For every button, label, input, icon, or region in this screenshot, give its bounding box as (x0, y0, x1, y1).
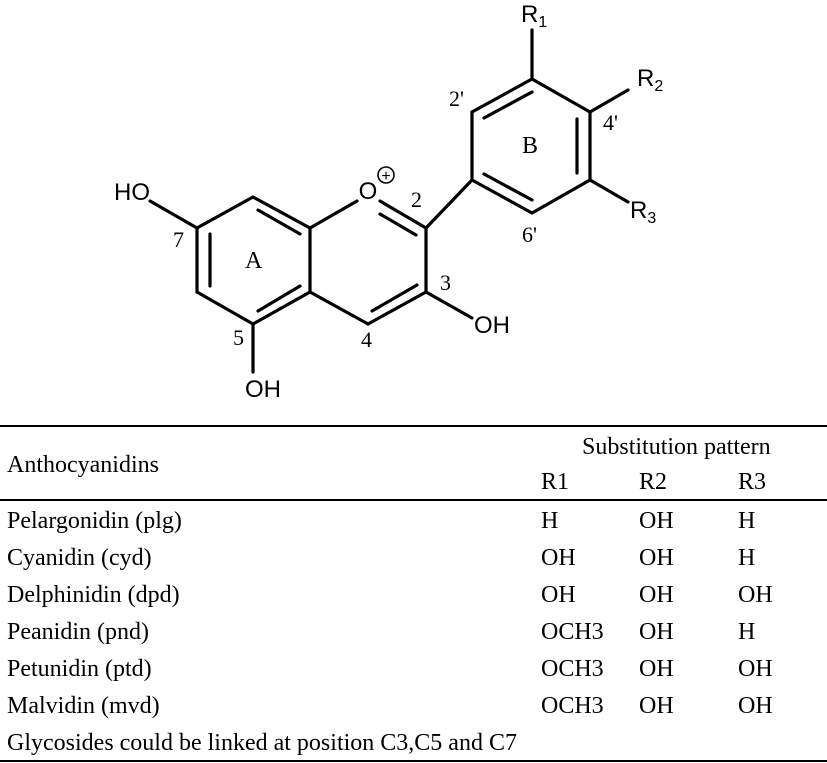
row-r3: OH (738, 656, 773, 682)
hydroxyl-7: HO (114, 179, 150, 206)
row-r3: H (738, 508, 756, 534)
anthocyanidin-structure: O + HO OH OH R1 R2 R3 A B 2 3 4 5 7 2' 4… (114, 1, 663, 403)
positive-charge-sign: + (381, 168, 390, 185)
position-7: 7 (173, 227, 184, 252)
table-footnote: Glycosides could be linked at position C… (7, 730, 517, 756)
double-bond (482, 90, 534, 120)
bond (251, 195, 312, 230)
double-bond (482, 172, 534, 202)
hydroxyl-5: OH (245, 376, 281, 403)
bond (195, 290, 255, 326)
row-name: Delphinidin (dpd) (7, 582, 180, 608)
bond (588, 178, 630, 204)
r2-substituent: R2 (637, 65, 663, 95)
ring-b-label: B (522, 133, 538, 159)
row-name: Peanidin (pnd) (7, 619, 149, 645)
oxygen-atom: O (359, 178, 378, 205)
row-r3: H (738, 619, 756, 645)
r1-substituent: R1 (521, 1, 547, 31)
row-r3: OH (738, 582, 773, 608)
row-name: Pelargonidin (plg) (7, 508, 182, 534)
header-bottom-rule (0, 499, 827, 501)
row-r2: OH (639, 508, 674, 534)
bond (251, 290, 312, 326)
row-r3: H (738, 545, 756, 571)
bond (308, 199, 359, 230)
r3-substituent: R3 (630, 197, 656, 227)
positive-charge-circle (377, 166, 395, 184)
row-name: Petunidin (ptd) (7, 656, 152, 682)
row-name: Malvidin (mvd) (7, 693, 160, 719)
row-r3: OH (738, 693, 773, 719)
bond (195, 195, 255, 230)
position-4-prime: 4' (603, 110, 618, 135)
header-r2: R2 (639, 469, 668, 495)
header-anthocyanidins: Anthocyanidins (7, 452, 159, 478)
hydroxyl-3: OH (474, 312, 510, 339)
position-6-prime: 6' (522, 222, 537, 247)
row-r1: OCH3 (541, 693, 604, 719)
bond (378, 199, 428, 230)
bond (424, 290, 474, 320)
position-3: 3 (440, 270, 451, 295)
header-r3: R3 (738, 469, 767, 495)
row-r2: OH (639, 545, 674, 571)
header-r1: R1 (541, 469, 570, 495)
bond (470, 77, 534, 114)
row-r2: OH (639, 693, 674, 719)
double-bond (256, 284, 302, 313)
bond (470, 178, 534, 215)
row-r1: OH (541, 582, 576, 608)
position-4: 4 (361, 327, 372, 352)
row-r2: OH (639, 582, 674, 608)
table-bottom-rule (0, 760, 827, 762)
header-substitution-pattern: Substitution pattern (582, 434, 771, 460)
row-r1: OCH3 (541, 619, 604, 645)
double-bond (370, 283, 419, 313)
bond (424, 178, 474, 230)
ring-a-label: A (245, 248, 263, 274)
row-name: Cyanidin (cyd) (7, 545, 152, 571)
bond (366, 290, 428, 326)
double-bond (378, 212, 418, 237)
row-r1: H (541, 508, 559, 534)
position-2-prime: 2' (449, 86, 464, 111)
row-r2: OH (639, 656, 674, 682)
bond (530, 77, 592, 114)
bond (530, 178, 592, 215)
row-r1: OCH3 (541, 656, 604, 682)
position-2: 2 (411, 187, 422, 212)
position-5: 5 (233, 325, 244, 350)
row-r1: OH (541, 545, 576, 571)
bond (308, 290, 370, 326)
bond (588, 88, 630, 114)
bond (148, 199, 199, 230)
double-bond (256, 208, 302, 236)
row-r2: OH (639, 619, 674, 645)
table-top-rule (0, 425, 827, 427)
